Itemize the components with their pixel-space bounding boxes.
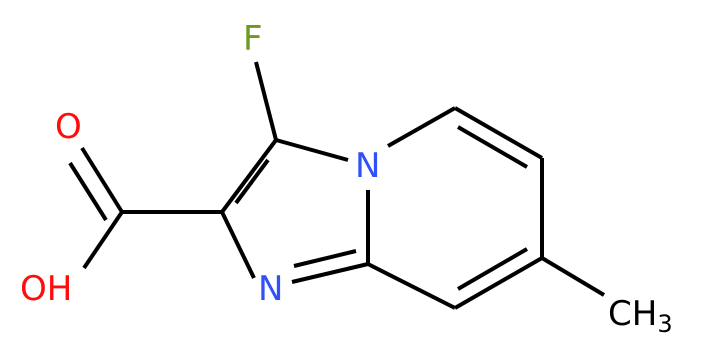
bond-c3-n4 xyxy=(275,138,349,162)
atom-hydroxyl: OH xyxy=(20,269,72,309)
atom-fluorine: F xyxy=(243,19,263,59)
bond-c2-n1 xyxy=(220,211,256,279)
atom-labels: F N N O OH CH3 xyxy=(20,19,673,338)
bond-c7-c8-inner xyxy=(456,247,529,291)
bond-c7-c8 xyxy=(454,256,543,310)
bond-n1-c8a xyxy=(291,262,369,284)
bond-c7-methyl xyxy=(540,256,606,297)
bond-carbonyl xyxy=(80,146,124,214)
bond-c3-f xyxy=(254,61,278,141)
bond-carbonyl-inner xyxy=(68,161,108,222)
bond-c5-c6-inner xyxy=(456,125,529,169)
methyl-subscript: 3 xyxy=(657,310,672,338)
bond-c3-c2 xyxy=(220,138,278,214)
atom-nitrogen-bridge: N xyxy=(355,146,380,186)
bond-n1-c8a-inner xyxy=(293,249,357,268)
methyl-ch-text: CH xyxy=(608,294,657,334)
bonds xyxy=(68,61,606,310)
bond-c3-c2-inner xyxy=(234,158,270,205)
bond-c5-c6 xyxy=(454,106,543,160)
atom-nitrogen-imine: N xyxy=(258,269,283,309)
bond-c8-c8a xyxy=(367,262,456,310)
atom-methyl: CH3 xyxy=(608,294,673,338)
bond-hydroxyl xyxy=(82,210,124,270)
bond-n4-c5 xyxy=(387,106,456,148)
atom-oxygen-carbonyl: O xyxy=(55,107,82,147)
